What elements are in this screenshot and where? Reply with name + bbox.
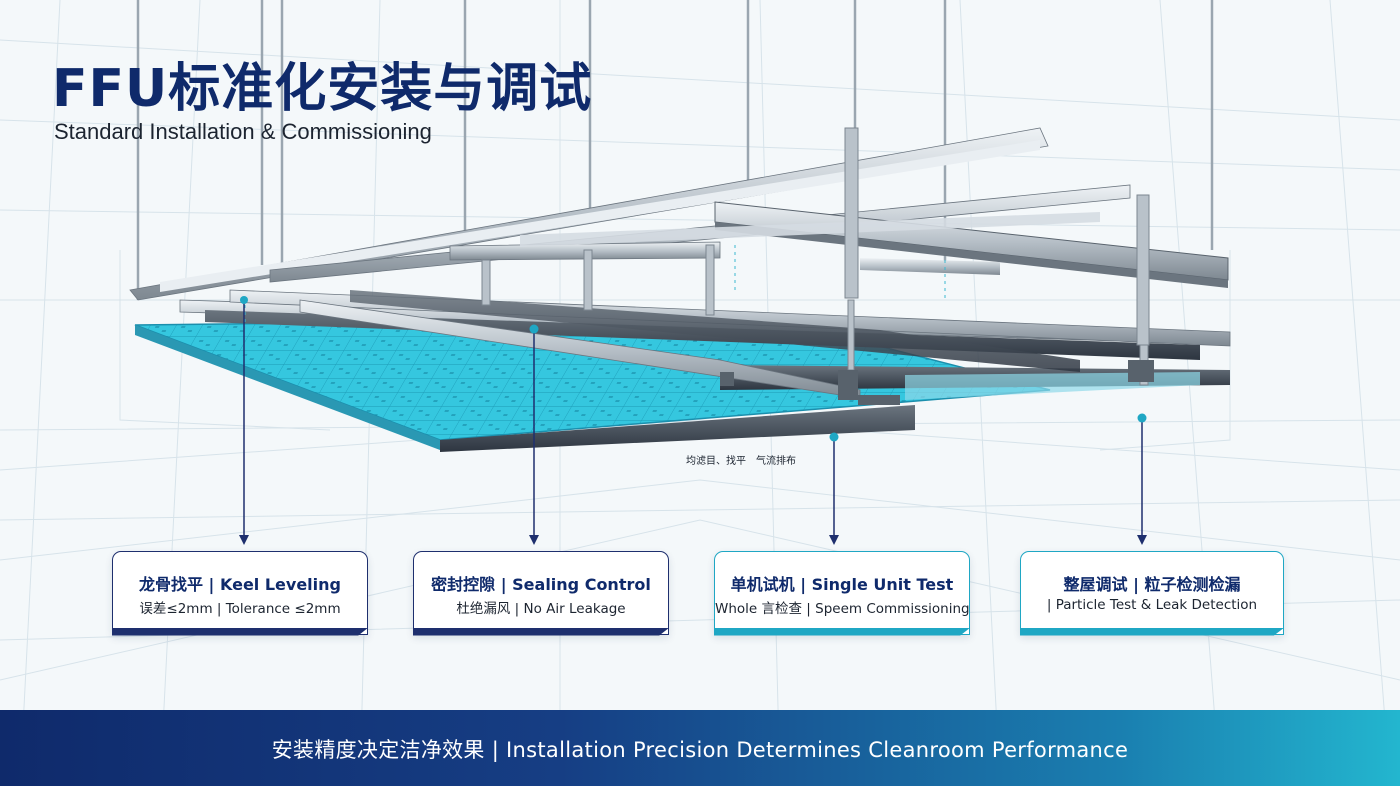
clamps: [720, 360, 1154, 405]
panel-label: 均滤目、找平 气流排布: [686, 456, 796, 467]
callout-sealing-control: 密封控隙 | Sealing Control 杜绝漏风 | No Air Lea…: [413, 551, 669, 635]
pointer-lines: [243, 300, 1143, 537]
callout-room-commissioning: 整屋调试 | 粒子检测检漏 | Particle Test & Leak Det…: [1020, 551, 1284, 635]
page-title: FFU标准化安装与调试: [52, 59, 593, 119]
page-subtitle: Standard Installation & Commissioning: [54, 119, 432, 144]
callout-single-unit-test-detail: Whole 言检查 | Speem Commissioning: [715, 601, 970, 617]
footer-slogan: 安装精度决定洁净效果 | Installation Precision Dete…: [271, 738, 1129, 762]
guide-lines: [244, 245, 946, 330]
callout-single-unit-test-title: 单机试机 | Single Unit Test: [730, 575, 954, 594]
panel-frame: [440, 405, 915, 452]
callout-room-commissioning-title: 整屋调试 | 粒子检测检漏: [1063, 575, 1241, 594]
callout-sealing-control-detail: 杜绝漏风 | No Air Leakage: [456, 601, 626, 617]
hanger-rods: [136, 0, 1214, 300]
footer-banner: 安装精度决定洁净效果 | Installation Precision Dete…: [0, 710, 1400, 786]
pointer-dots: [240, 296, 1147, 442]
pointer-arrowheads: [239, 535, 1147, 545]
callout-room-commissioning-detail: | Particle Test & Leak Detection: [1046, 597, 1258, 613]
callout-keel-leveling-title: 龙骨找平 | Keel Leveling: [138, 575, 341, 594]
callout-single-unit-test: 单机试机 | Single Unit Test Whole 言检查 | Spee…: [714, 551, 970, 635]
callout-keel-leveling: 龙骨找平 | Keel Leveling 误差≤2mm | Tolerance …: [112, 551, 368, 635]
callout-sealing-control-title: 密封控隙 | Sealing Control: [431, 575, 651, 594]
main-beams: [129, 127, 1229, 301]
callout-keel-leveling-detail: 误差≤2mm | Tolerance ≤2mm: [139, 601, 341, 617]
